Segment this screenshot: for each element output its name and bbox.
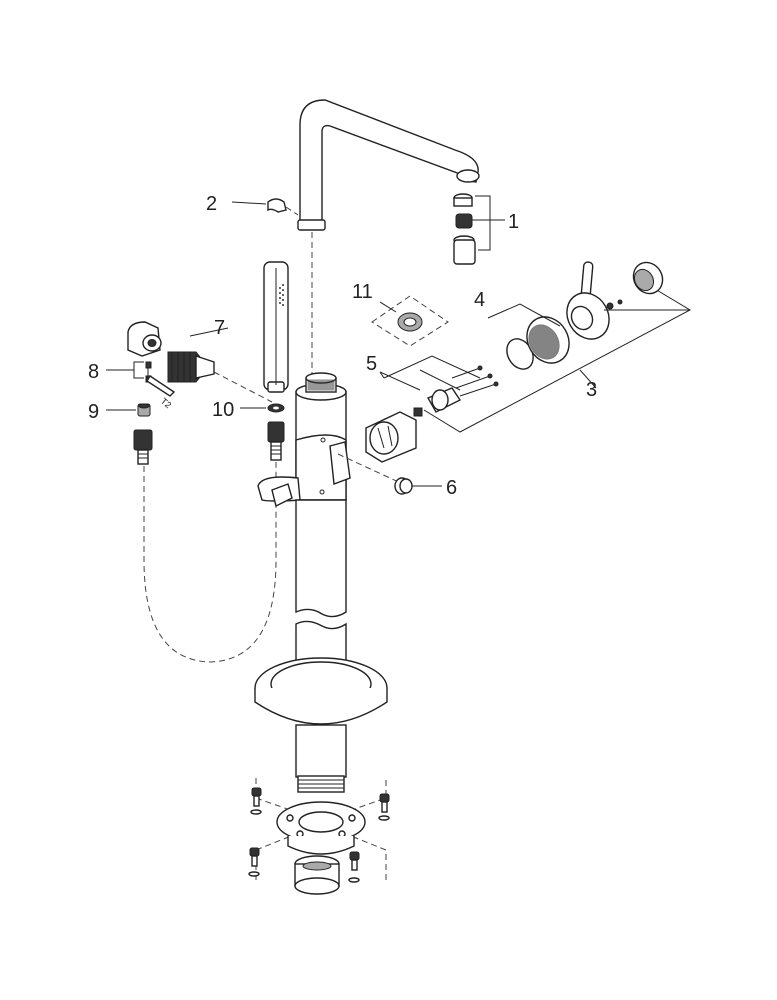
nut-9 <box>137 403 151 417</box>
callout-9: 9 <box>88 401 99 423</box>
lever-handle <box>566 261 690 340</box>
shower-hose <box>143 462 277 663</box>
end-cap <box>632 261 664 295</box>
column-body <box>257 372 351 701</box>
wall-elbow <box>127 321 162 357</box>
callout-5: 5 <box>366 353 377 375</box>
threaded-sleeve <box>294 855 340 895</box>
grub-screws-8 <box>145 361 176 397</box>
diverter-cartridge-7 <box>167 351 215 383</box>
spout-clip <box>267 198 299 216</box>
callout-1-bracket <box>472 195 505 251</box>
mixer-cartridge <box>365 365 499 463</box>
hose-nut-shower <box>267 421 285 461</box>
callout-1: 1 <box>508 211 519 233</box>
floor-screw-2 <box>378 793 390 821</box>
mounting-flange <box>255 778 387 880</box>
callout-4: 4 <box>474 289 485 311</box>
callout-2-leader <box>231 201 267 205</box>
callout-3: 3 <box>586 379 597 401</box>
callout-2: 2 <box>206 193 217 215</box>
floor-screw-4 <box>348 851 360 883</box>
handle-axis-lower <box>337 453 406 486</box>
callout-5-bracket <box>383 355 481 379</box>
tool-size-label: T2 <box>159 396 173 410</box>
washer-10 <box>267 403 285 413</box>
hand-shower <box>263 261 289 393</box>
callout-7-leader <box>189 327 229 337</box>
callout-10: 10 <box>212 399 234 421</box>
callout-3-bracket <box>423 285 692 433</box>
callout-6: 6 <box>446 477 457 499</box>
insert-11 <box>371 295 449 347</box>
cap-6 <box>394 477 413 495</box>
hose-nut-wall <box>133 429 153 465</box>
threaded-pipe <box>295 724 347 793</box>
aerator-parts <box>453 193 476 265</box>
callout-11: 11 <box>352 281 373 303</box>
floor-screw-1 <box>250 787 262 815</box>
callout-11-leader <box>379 301 397 313</box>
callout-8-bracket <box>106 361 144 379</box>
floor-screw-3 <box>248 847 260 877</box>
callout-8: 8 <box>88 361 99 383</box>
callout-4-bracket <box>487 303 561 327</box>
callout-7: 7 <box>214 317 225 339</box>
spout <box>297 99 480 231</box>
cartridge-axis <box>213 371 273 403</box>
floor-rosette <box>254 657 388 725</box>
cover-ring-4 <box>526 316 570 364</box>
callout-3-leader <box>579 369 597 389</box>
callout-5-lines <box>379 369 461 391</box>
